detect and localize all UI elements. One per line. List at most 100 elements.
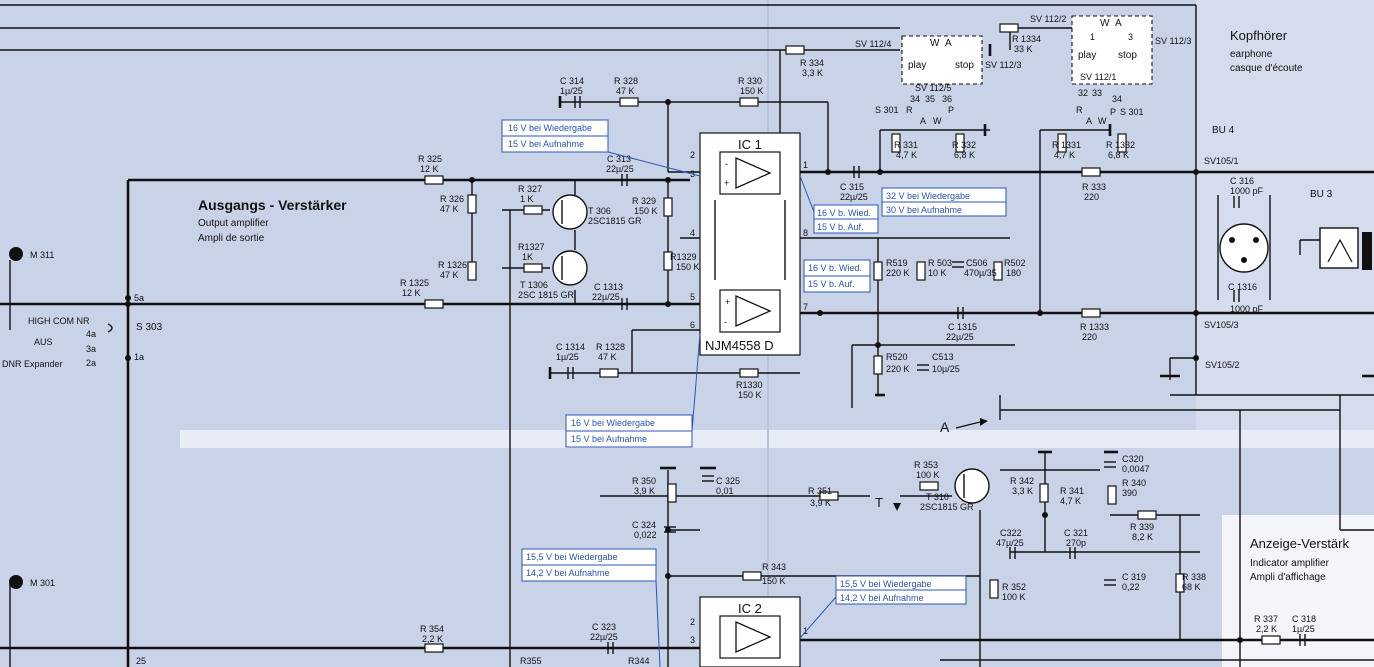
annot-7-line1: 15,5 V bei Wiedergabe [840, 579, 932, 589]
r503-value: 10 K [928, 268, 947, 278]
t306-transistor-icon [552, 194, 588, 230]
sv112-box-right [1071, 15, 1153, 85]
svg-text:-: - [725, 159, 728, 169]
s303-4a: 4a [86, 329, 96, 339]
r327-value: 1 K [520, 194, 534, 204]
r354-value: 2,2 K [422, 634, 443, 644]
ic1-pin-2: 2 [690, 150, 695, 160]
r352-value: 100 K [1002, 592, 1026, 602]
r1325-name: R 1325 [400, 278, 429, 288]
r344-name: R344 [628, 656, 650, 666]
a-right: A [1115, 18, 1122, 29]
s301-right-p: P [1110, 107, 1116, 117]
m311-connector [9, 247, 23, 261]
t1306-value: 2SC 1815 GR [518, 290, 575, 300]
ic1-pin-1: 1 [803, 160, 808, 170]
annot-4-line2: 15 V b. Auf. [808, 279, 855, 289]
c315-name: C 315 [840, 182, 864, 192]
annot-3-line1: 16 V b. Wied. [817, 208, 871, 218]
output-amp-fr: Ampli de sortie [198, 233, 265, 244]
node-t-label: T [875, 495, 883, 510]
headphone-jack-icon [1219, 223, 1372, 273]
r331-value: 4,7 K [896, 150, 917, 160]
ground-symbols [548, 44, 1374, 470]
s301-right-label: S 301 [1120, 107, 1144, 117]
c314-name: C 314 [560, 76, 584, 86]
s301-left-p: P [948, 105, 954, 115]
s303-label: S 303 [136, 322, 163, 333]
ic1-label: IC 1 [738, 137, 762, 152]
ic2-label: IC 2 [738, 601, 762, 616]
svg-text:-: - [724, 317, 727, 327]
c322-value: 47µ/25 [996, 538, 1024, 548]
t310-name: T 310 [926, 492, 949, 502]
r1326-name: R 1326 [438, 260, 467, 270]
r341-value: 4,7 K [1060, 496, 1081, 506]
sv112-2-label: SV 112/2 [1030, 14, 1066, 24]
m301-connector [9, 575, 23, 589]
m311-label: M 311 [30, 250, 54, 260]
headphone-en: earphone [1230, 49, 1273, 60]
ic1-type: NJM4558 D [705, 338, 774, 353]
c506-name: C506 [966, 258, 988, 268]
r1331-name: R 1331 [1052, 140, 1081, 150]
t1306-name: T 1306 [520, 280, 548, 290]
r332-value: 6,8 K [954, 150, 975, 160]
w-right: W [1100, 18, 1110, 29]
annot-6-line2: 14,2 V bei Aufnahme [526, 568, 610, 578]
one-right: 1 [1090, 32, 1095, 42]
svg-text:+: + [724, 178, 729, 188]
a-left: A [945, 38, 952, 49]
t306-value: 2SC1815 GR [588, 216, 642, 226]
output-amp-title: Ausgangs - Verstärker [198, 197, 347, 213]
r339-value: 8,2 K [1132, 532, 1153, 542]
r341-name: R 341 [1060, 486, 1084, 496]
r333-name: R 333 [1082, 182, 1106, 192]
sv112-box-left [901, 35, 983, 85]
c324-value: 0,022 [634, 530, 657, 540]
bu3-label: BU 3 [1310, 189, 1333, 200]
s301-left-w: W [933, 116, 942, 126]
r343-value: 150 K [762, 576, 786, 586]
r1329-value: 150 K [676, 262, 700, 272]
r1325-value: 12 K [402, 288, 421, 298]
sv105-3-label: SV105/3 [1204, 320, 1239, 330]
r1327-value: 1K [522, 252, 533, 262]
indicator-en: Indicator amplifier [1250, 558, 1330, 569]
c323-name: C 323 [592, 622, 616, 632]
aus-label: AUS [34, 337, 53, 347]
r355-name: R355 [520, 656, 542, 666]
s301-left-a: A [920, 116, 926, 126]
r1328-name: R 1328 [596, 342, 625, 352]
s301-left-r: R [906, 105, 913, 115]
c325-value: 0,01 [716, 486, 734, 496]
c319-name: C 319 [1122, 572, 1146, 582]
svg-text:+: + [725, 297, 730, 307]
output-amp-en: Output amplifier [198, 218, 269, 229]
c506-value: 470µ/35 [964, 268, 997, 278]
r330-value: 150 K [740, 86, 764, 96]
r339-name: R 339 [1130, 522, 1154, 532]
r1330-value: 150 K [738, 390, 762, 400]
ic1-pin-8: 8 [803, 228, 808, 238]
r343-name: R 343 [762, 562, 786, 572]
r351-name: R 351 [808, 486, 832, 496]
sv112-3a-label: SV 112/3 [985, 60, 1021, 70]
s301-right-a: A [1086, 116, 1092, 126]
ic1-pin-7: 7 [803, 302, 808, 312]
sv112-1-label: SV 112/1 [1080, 72, 1116, 82]
r1332-name: R 1332 [1106, 140, 1135, 150]
r519-value: 220 K [886, 268, 910, 278]
annot-1-line1: 16 V bei Wiedergabe [508, 123, 592, 133]
s303-5a: 5a [134, 293, 144, 303]
c314-value: 1µ/25 [560, 86, 583, 96]
c1313-value: 22µ/25 [592, 292, 620, 302]
r333-value: 220 [1084, 192, 1099, 202]
s301-left-36: 36 [942, 94, 952, 104]
annot-5-line2: 15 V bei Aufnahme [571, 434, 647, 444]
c321-name: C 321 [1064, 528, 1088, 538]
r1328-value: 47 K [598, 352, 617, 362]
s303-1a: 1a [134, 352, 144, 362]
c325-name: C 325 [716, 476, 740, 486]
